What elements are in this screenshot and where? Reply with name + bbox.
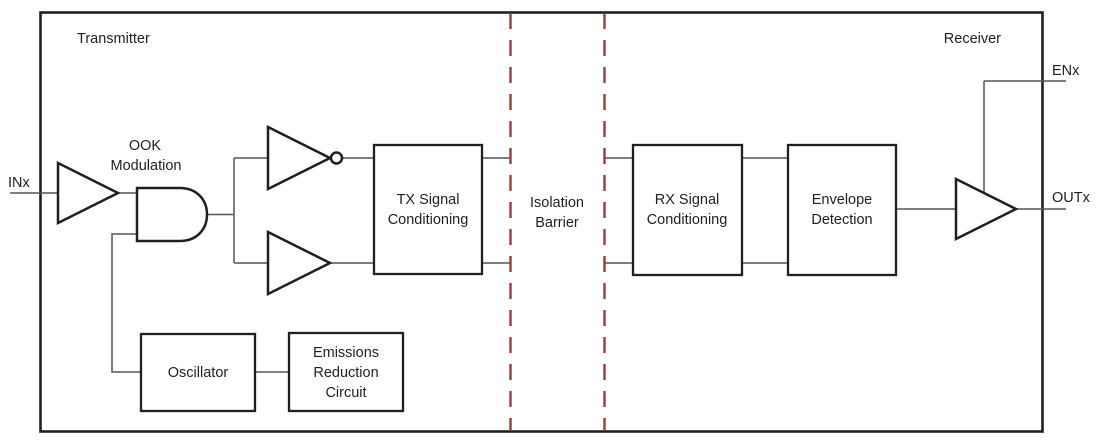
tx-signal-conditioning-block — [372, 143, 484, 276]
and-gate-icon — [135, 186, 209, 243]
isolation-barrier-label-line2: Barrier — [535, 215, 579, 231]
envelope-detection-block — [786, 143, 898, 277]
transmitter-region-label: Transmitter — [77, 31, 150, 47]
chip-outline — [39, 11, 1044, 433]
enx-port-label: ENx — [1052, 63, 1080, 79]
receiver-region-label: Receiver — [944, 31, 1001, 47]
emissions-reduction-block — [287, 331, 405, 413]
emissions-reduction-label-line1: Emissions — [313, 345, 379, 361]
isolation-barrier-label-line1: Isolation — [530, 195, 584, 211]
envelope-detection-label-line2: Detection — [811, 212, 872, 228]
oscillator-label: Oscillator — [168, 365, 229, 381]
inx-port-label: INx — [8, 175, 31, 191]
oscillator-block — [139, 332, 257, 413]
emissions-reduction-label-line2: Reduction — [313, 365, 378, 381]
outx-port-label: OUTx — [1052, 190, 1091, 206]
output-buffer-icon — [954, 176, 1019, 242]
noninverting-buffer-icon — [266, 229, 333, 297]
andgate-lower-input-wire — [111, 233, 141, 373]
ook-modulation-label-line2: Modulation — [111, 158, 182, 174]
rx-signal-conditioning-label-line2: Conditioning — [647, 212, 728, 228]
rx-signal-conditioning-block — [631, 143, 744, 277]
inverter-icon — [266, 124, 333, 192]
inverter-bubble-icon — [329, 151, 344, 165]
wires — [10, 80, 1066, 373]
rx-signal-conditioning-label-line1: RX Signal — [655, 192, 719, 208]
envelope-detection-label-line1: Envelope — [812, 192, 872, 208]
tx-signal-conditioning-label-line1: TX Signal — [397, 192, 460, 208]
emissions-reduction-label-line3: Circuit — [325, 385, 366, 401]
tx-signal-conditioning-label-line2: Conditioning — [388, 212, 469, 228]
input-buffer-icon — [56, 160, 121, 226]
ook-modulation-label-line1: OOK — [129, 138, 162, 154]
